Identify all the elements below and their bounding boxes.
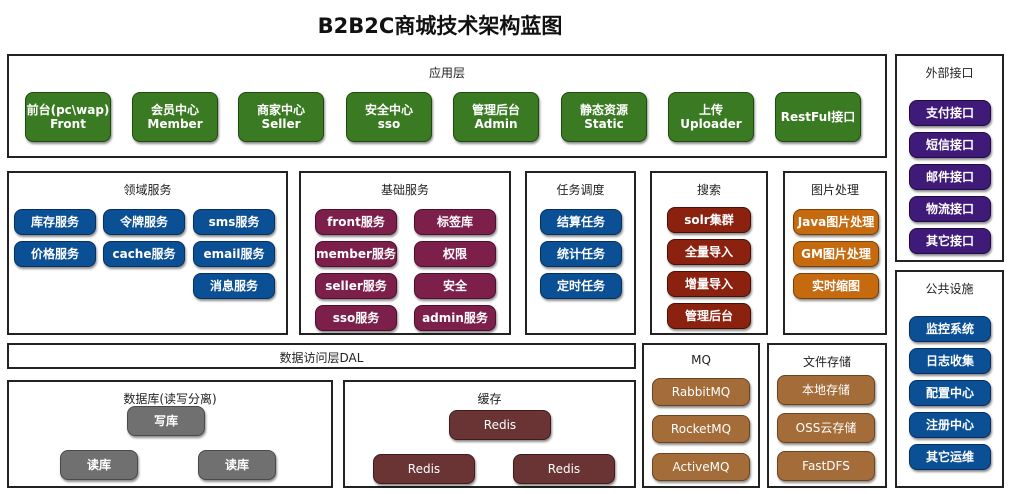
external-logistics-button[interactable]: 物流接口 bbox=[909, 196, 991, 222]
public-config-button[interactable]: 配置中心 bbox=[909, 380, 991, 406]
public-panel: 公共设施 监控系统 日志收集 配置中心 注册中心 其它运维 bbox=[895, 270, 1004, 488]
database-title: 数据库(读写分离) bbox=[123, 392, 217, 406]
app-layer-title: 应用层 bbox=[428, 66, 465, 80]
file-title: 文件存储 bbox=[802, 355, 851, 369]
image-title: 图片处理 bbox=[810, 183, 859, 197]
public-title: 公共设施 bbox=[925, 282, 974, 296]
image-java-button[interactable]: Java图片处理 bbox=[793, 209, 879, 235]
external-panel: 外部接口 支付接口 短信接口 邮件接口 物流接口 其它接口 bbox=[895, 54, 1004, 262]
search-solr-button[interactable]: solr集群 bbox=[667, 207, 751, 233]
file-panel: 文件存储 本地存储 OSS云存储 FastDFS bbox=[767, 343, 887, 488]
page-title: B2B2C商城技术架构蓝图 bbox=[317, 14, 563, 38]
mq-title: MQ bbox=[691, 353, 711, 367]
mq-activemq-button[interactable]: ActiveMQ bbox=[652, 453, 750, 481]
public-ops-button[interactable]: 其它运维 bbox=[909, 444, 991, 470]
domain-title: 领域服务 bbox=[123, 183, 172, 197]
base-sso-button[interactable]: sso服务 bbox=[315, 305, 397, 331]
app-sso-button[interactable]: 安全中心 sso bbox=[346, 92, 432, 142]
database-read-button-2[interactable]: 读库 bbox=[198, 450, 276, 480]
public-monitor-button[interactable]: 监控系统 bbox=[909, 316, 991, 342]
base-tag-button[interactable]: 标签库 bbox=[414, 209, 496, 235]
database-read-button-1[interactable]: 读库 bbox=[60, 450, 138, 480]
base-seller-button[interactable]: seller服务 bbox=[315, 273, 397, 299]
app-member-button[interactable]: 会员中心 Member bbox=[132, 92, 218, 142]
file-local-button[interactable]: 本地存储 bbox=[777, 375, 875, 405]
task-panel: 任务调度 结算任务 统计任务 定时任务 bbox=[525, 171, 636, 335]
cache-redis-button-1[interactable]: Redis bbox=[373, 454, 475, 484]
app-admin-button[interactable]: 管理后台 Admin bbox=[453, 92, 539, 142]
cache-redis-master-button[interactable]: Redis bbox=[449, 410, 551, 440]
domain-message-button[interactable]: 消息服务 bbox=[193, 273, 275, 299]
search-panel: 搜索 solr集群 全量导入 增量导入 管理后台 bbox=[650, 171, 768, 335]
base-admin-button[interactable]: admin服务 bbox=[414, 305, 496, 331]
base-member-button[interactable]: member服务 bbox=[315, 241, 397, 267]
base-panel: 基础服务 front服务 标签库 member服务 权限 seller服务 安全… bbox=[299, 171, 511, 335]
base-permission-button[interactable]: 权限 bbox=[414, 241, 496, 267]
task-title: 任务调度 bbox=[556, 183, 605, 197]
image-thumbnail-button[interactable]: 实时缩图 bbox=[793, 273, 879, 299]
image-panel: 图片处理 Java图片处理 GM图片处理 实时缩图 bbox=[783, 171, 887, 335]
external-other-button[interactable]: 其它接口 bbox=[909, 228, 991, 254]
domain-price-button[interactable]: 价格服务 bbox=[14, 241, 96, 267]
image-gm-button[interactable]: GM图片处理 bbox=[793, 241, 879, 267]
app-front-button[interactable]: 前台(pc\wap) Front bbox=[25, 92, 111, 142]
domain-cache-button[interactable]: cache服务 bbox=[103, 241, 185, 267]
database-panel: 数据库(读写分离) 写库 读库 读库 bbox=[7, 380, 333, 488]
domain-sms-button[interactable]: sms服务 bbox=[193, 209, 275, 235]
external-email-button[interactable]: 邮件接口 bbox=[909, 164, 991, 190]
external-payment-button[interactable]: 支付接口 bbox=[909, 100, 991, 126]
mq-panel: MQ RabbitMQ RocketMQ ActiveMQ bbox=[642, 343, 760, 488]
app-layer-panel: 应用层 前台(pc\wap) Front 会员中心 Member 商家中心 Se… bbox=[7, 54, 887, 158]
mq-rabbitmq-button[interactable]: RabbitMQ bbox=[652, 378, 750, 406]
task-settlement-button[interactable]: 结算任务 bbox=[540, 209, 622, 235]
search-full-import-button[interactable]: 全量导入 bbox=[667, 239, 751, 265]
app-seller-button[interactable]: 商家中心 Seller bbox=[238, 92, 324, 142]
base-front-button[interactable]: front服务 bbox=[315, 209, 397, 235]
app-uploader-button[interactable]: 上传 Uploader bbox=[668, 92, 754, 142]
domain-inventory-button[interactable]: 库存服务 bbox=[14, 209, 96, 235]
search-title: 搜索 bbox=[696, 183, 721, 197]
dal-title: 数据访问层DAL bbox=[279, 351, 364, 365]
search-incremental-import-button[interactable]: 增量导入 bbox=[667, 271, 751, 297]
cache-panel: 缓存 Redis Redis Redis bbox=[343, 380, 636, 488]
domain-panel: 领域服务 库存服务 令牌服务 sms服务 价格服务 cache服务 email服… bbox=[7, 171, 288, 335]
task-timer-button[interactable]: 定时任务 bbox=[540, 273, 622, 299]
mq-rocketmq-button[interactable]: RocketMQ bbox=[652, 415, 750, 443]
dal-panel: 数据访问层DAL bbox=[7, 343, 636, 369]
cache-title: 缓存 bbox=[477, 392, 502, 406]
app-static-button[interactable]: 静态资源 Static bbox=[561, 92, 647, 142]
cache-redis-button-2[interactable]: Redis bbox=[513, 454, 615, 484]
external-title: 外部接口 bbox=[925, 66, 974, 80]
public-log-button[interactable]: 日志收集 bbox=[909, 348, 991, 374]
base-title: 基础服务 bbox=[380, 183, 429, 197]
external-sms-button[interactable]: 短信接口 bbox=[909, 132, 991, 158]
domain-token-button[interactable]: 令牌服务 bbox=[103, 209, 185, 235]
public-registry-button[interactable]: 注册中心 bbox=[909, 412, 991, 438]
domain-email-button[interactable]: email服务 bbox=[193, 241, 275, 267]
database-write-button[interactable]: 写库 bbox=[127, 406, 205, 436]
task-statistics-button[interactable]: 统计任务 bbox=[540, 241, 622, 267]
app-restful-button[interactable]: RestFul接口 bbox=[775, 92, 861, 142]
file-fastdfs-button[interactable]: FastDFS bbox=[777, 451, 875, 481]
search-admin-button[interactable]: 管理后台 bbox=[667, 303, 751, 329]
base-security-button[interactable]: 安全 bbox=[414, 273, 496, 299]
file-oss-button[interactable]: OSS云存储 bbox=[777, 413, 875, 443]
